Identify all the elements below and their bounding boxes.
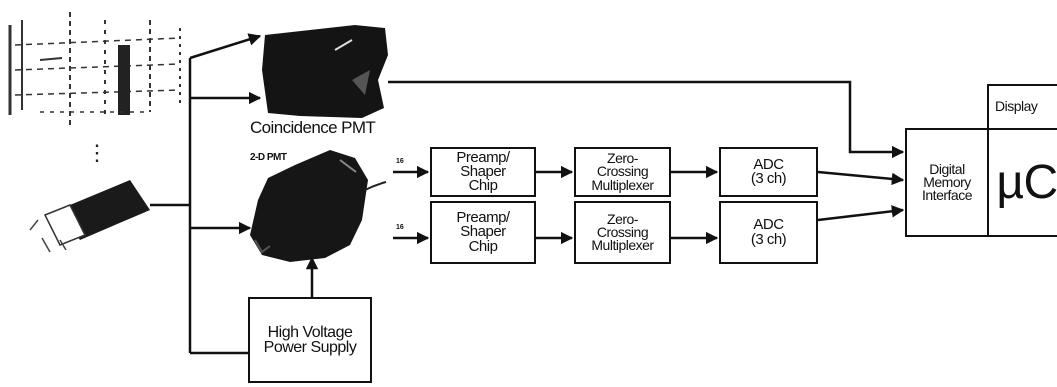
adc-top: ADC (3 ch) [719,147,818,197]
bus-width-bottom: 16 [396,224,404,231]
preamp-shaper-chip-top-label: Preamp/ Shaper Chip [456,151,509,194]
pmt-2d-photo [250,150,386,262]
bus-width-top: 16 [396,158,404,165]
microcontroller-label: µC [996,160,1057,206]
preamp-shaper-chip-bottom-label: Preamp/ Shaper Chip [456,211,509,254]
adc-bottom: ADC (3 ch) [719,201,818,264]
zero-crossing-multiplexer-top: Zero- Crossing Multiplexer [574,147,671,197]
display: Display [987,84,1057,130]
preamp-shaper-chip-bottom: Preamp/ Shaper Chip [430,201,536,264]
detector-array-photo [10,12,180,125]
zero-crossing-multiplexer-top-label: Zero- Crossing Multiplexer [591,152,653,192]
high-voltage-power-supply-label: High Voltage Power Supply [264,325,357,355]
zero-crossing-multiplexer-bottom-label: Zero- Crossing Multiplexer [591,213,653,253]
preamp-shaper-chip-top: Preamp/ Shaper Chip [430,147,536,197]
coincidence-pmt-label: Coincidence PMT [250,118,375,138]
pmt-2d-label: 2-D PMT [250,152,287,163]
zero-crossing-multiplexer-bottom: Zero- Crossing Multiplexer [574,201,671,264]
array-dots: ⋮ [86,140,108,165]
detector-crystal-photo [30,180,150,252]
display-label: Display [995,100,1037,113]
coincidence-pmt-photo [262,25,388,118]
adc-top-label: ADC (3 ch) [751,158,786,187]
digital-memory-interface: Digital Memory Interface [905,128,989,237]
high-voltage-power-supply: High Voltage Power Supply [248,297,372,383]
digital-memory-interface-label: Digital Memory Interface [922,163,972,203]
adc-bottom-label: ADC (3 ch) [751,218,786,247]
microcontroller: µC [987,128,1057,237]
